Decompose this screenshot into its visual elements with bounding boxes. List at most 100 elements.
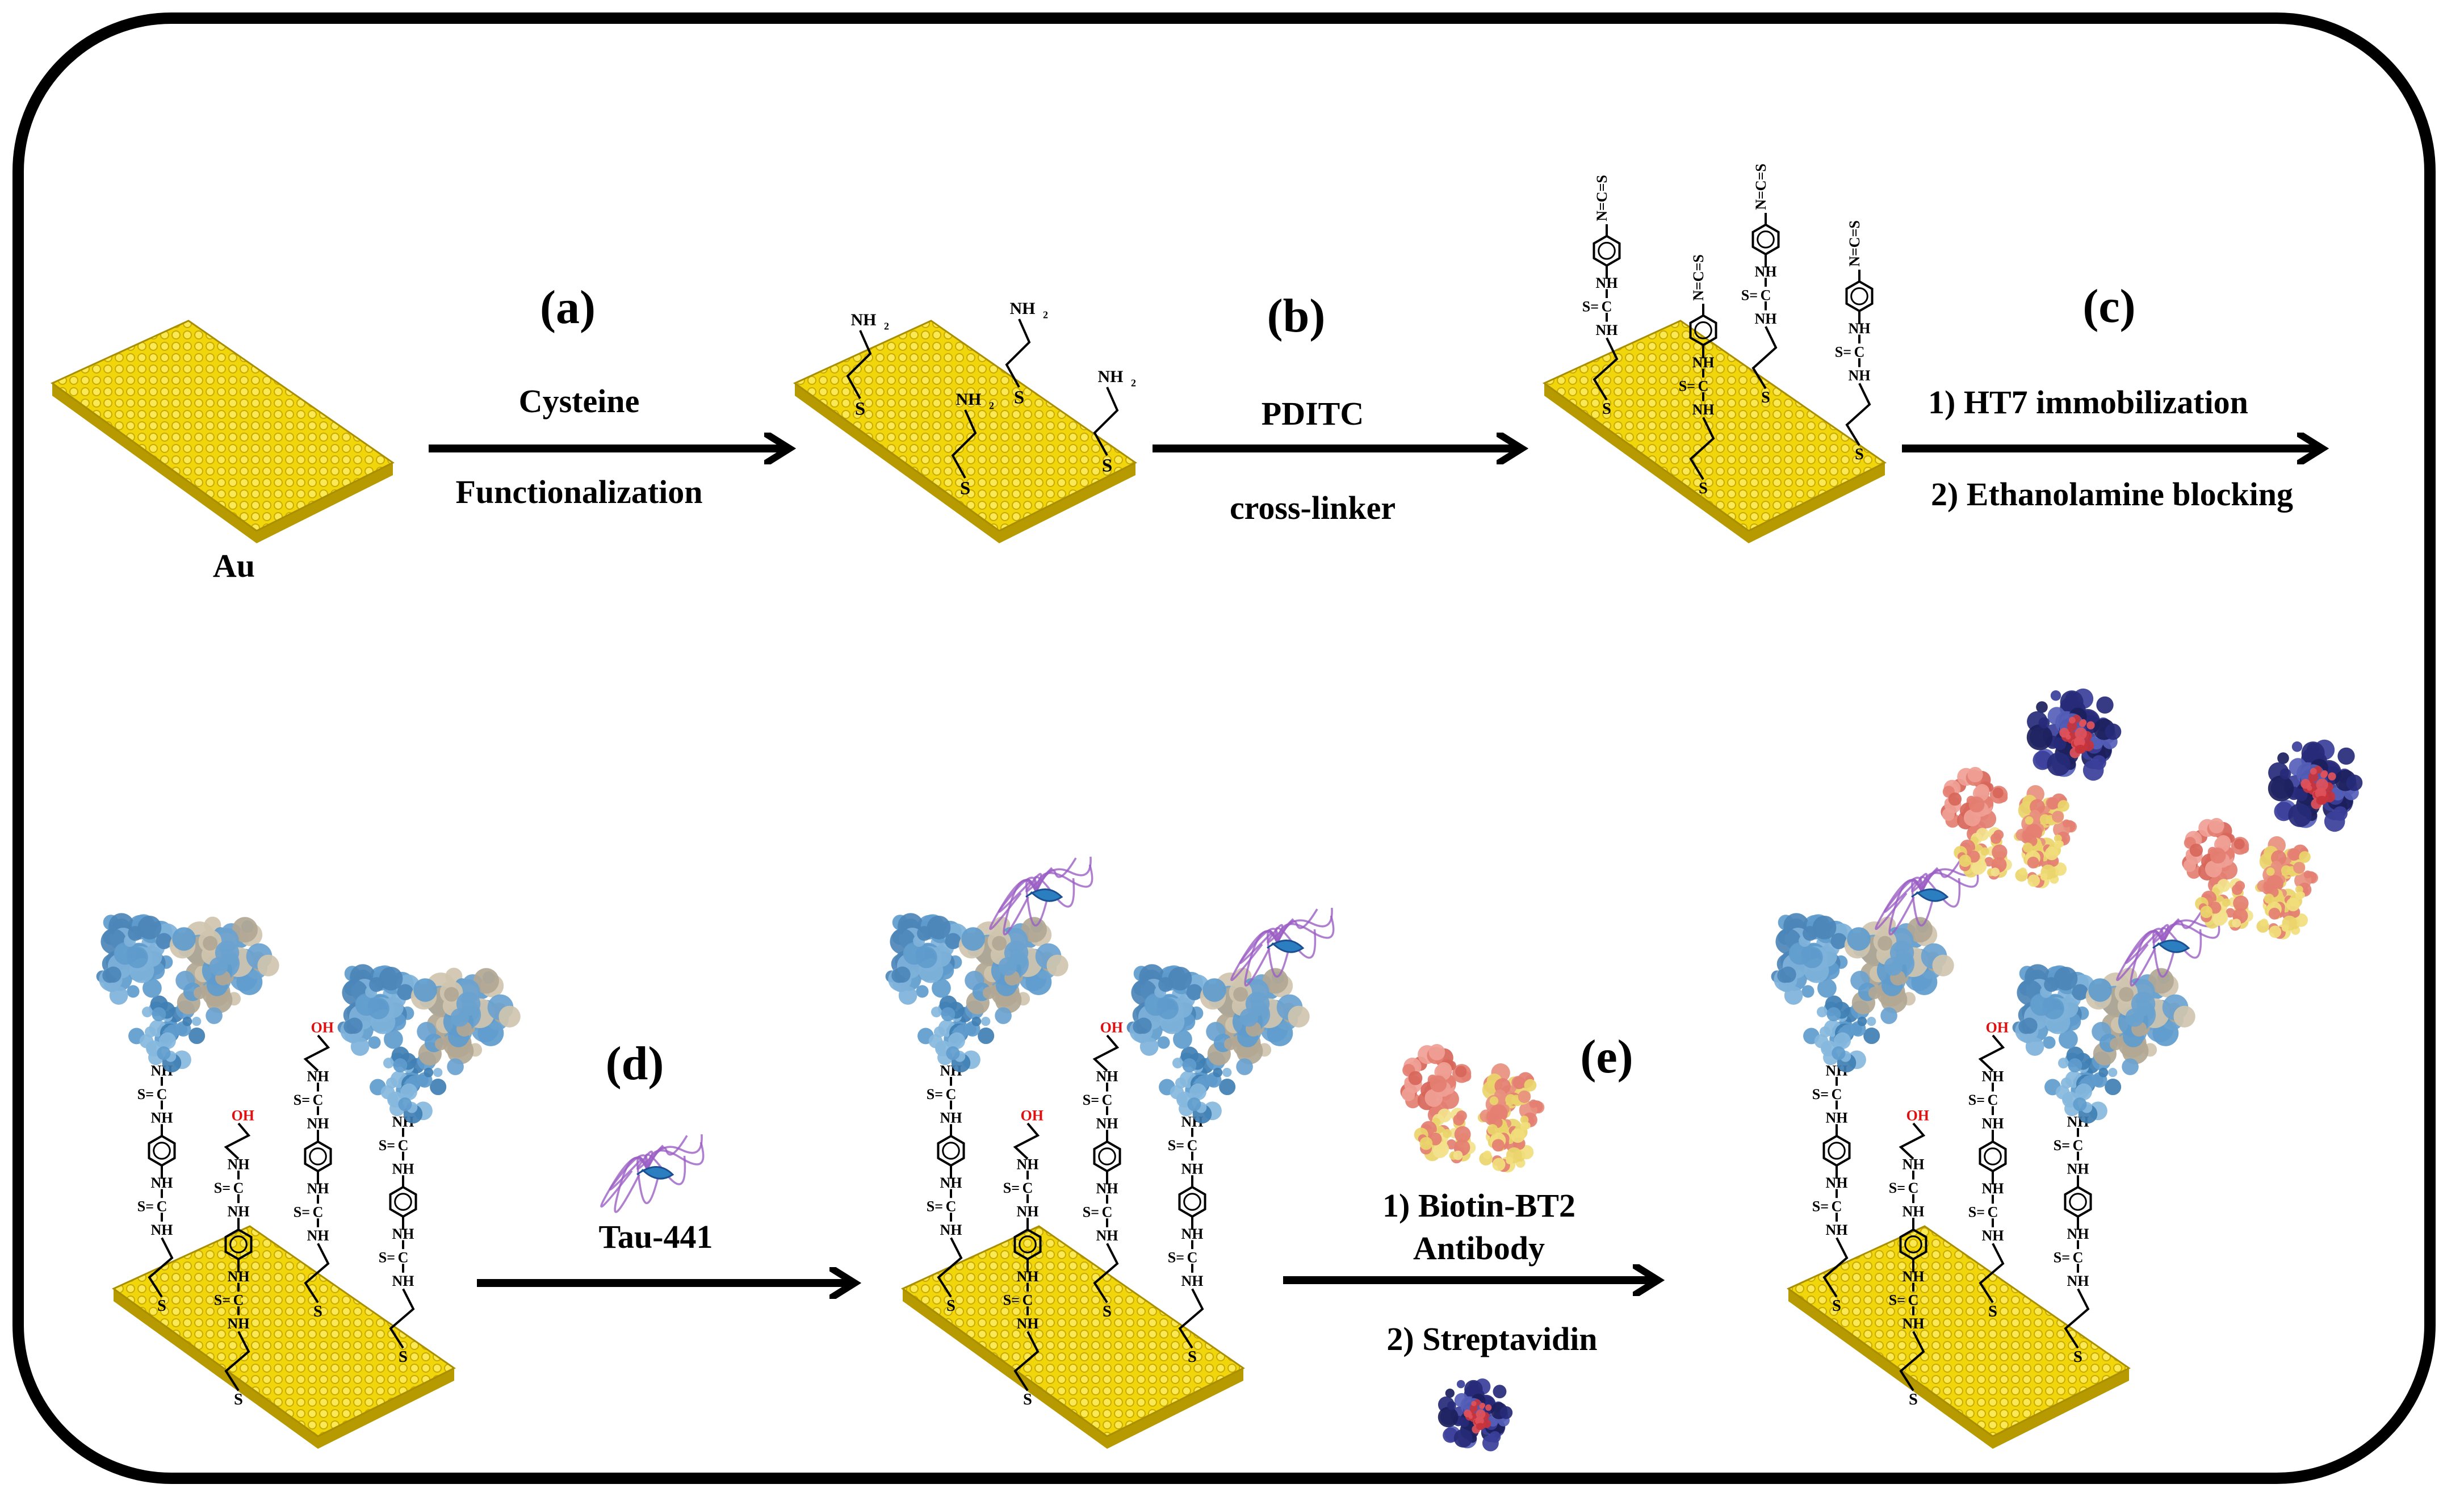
protein-bead (1471, 1401, 1477, 1407)
protein-bead (981, 1016, 991, 1026)
protein-bead (1419, 1137, 1433, 1150)
protein-bead (398, 1097, 412, 1112)
protein-bead (2055, 1085, 2070, 1100)
protein-bead (2065, 691, 2079, 705)
protein-bead (1780, 966, 1796, 983)
protein-bead (2294, 913, 2308, 927)
protein-bead (1493, 1385, 1507, 1399)
amine-subscript: 2 (1131, 378, 1136, 389)
nh-label: NH (1017, 1156, 1039, 1172)
carbon-label: C (313, 1204, 324, 1221)
aromatic-circle (1984, 1147, 2002, 1165)
protein-bead (1157, 1036, 1170, 1049)
protein-bead (961, 927, 985, 951)
protein-bead (1187, 1097, 1201, 1112)
protein-bead (2057, 1058, 2069, 1068)
nh-label: NH (1181, 1273, 1204, 1289)
nh-label: NH (1096, 1068, 1118, 1084)
alkyl-chain (846, 330, 872, 399)
nh-label: NH (1982, 1227, 2004, 1244)
protein-bead (1812, 915, 1837, 940)
aromatic-circle (153, 1142, 171, 1160)
amine-label: NH (1098, 367, 1124, 386)
protein-bead (1816, 1007, 1828, 1017)
carbon-label: C (233, 1292, 244, 1309)
protein-bead (2295, 789, 2308, 802)
protein-bead (2268, 775, 2294, 802)
streptavidin-icon (1438, 1378, 1513, 1452)
nh-label: NH (392, 1273, 414, 1289)
aromatic-circle (1757, 230, 1775, 249)
antibody-fab-right (410, 967, 521, 1075)
protein-bead (1817, 978, 1837, 998)
hydroxyl-label: OH (232, 1108, 254, 1124)
protein-bead (1830, 933, 1847, 949)
protein-bead (346, 1017, 363, 1034)
protein-bead (2065, 734, 2071, 740)
carbon-label: C (1908, 1180, 1919, 1196)
arrow-a-label-top: Cysteine (518, 383, 640, 420)
tau-coil (646, 1142, 705, 1170)
streptavidin-core (2059, 715, 2095, 758)
gold-surface-icon (51, 320, 395, 532)
protein-bead (2269, 925, 2282, 938)
protein-bead (2073, 736, 2085, 748)
antibody-icon (1771, 913, 1954, 1073)
antibody-fc (370, 1046, 447, 1124)
protein-bead (1968, 796, 1985, 813)
reaction-arrows (429, 448, 2319, 1283)
biotin-antibody-icon (1400, 1044, 1545, 1173)
thione-label: S= (1083, 1092, 1099, 1108)
carbon-label: C (157, 1086, 167, 1102)
nh-label: NH (940, 1222, 962, 1238)
protein-bead (941, 1007, 956, 1021)
alkyl-chain (1093, 387, 1119, 456)
protein-bead (1868, 987, 1881, 999)
au-surface-panel-e (901, 1225, 1245, 1449)
protein-bead (1832, 1046, 1846, 1060)
biotin-antibody-icon (2182, 817, 2319, 940)
protein-bead (1889, 940, 1914, 965)
alkyl-chain (1689, 417, 1715, 480)
protein-bead (2025, 1037, 2044, 1056)
protein-bead (1476, 1423, 1483, 1430)
gold-surface-edge (114, 1289, 454, 1449)
protein-bead (1046, 954, 1068, 976)
antibody-fab-right (2085, 967, 2195, 1075)
thione-label: S= (1812, 1198, 1829, 1215)
alkyl-chain (303, 1034, 330, 1072)
protein-bead (898, 986, 917, 1005)
protein-bead (2346, 774, 2363, 791)
aromatic-circle (1183, 1193, 1201, 1211)
protein-bead (1801, 985, 1815, 998)
tau-protein-icon (989, 857, 1093, 936)
thione-label: S= (1968, 1204, 1985, 1221)
tau-helix (1025, 888, 1063, 902)
alkyl-chain (224, 1122, 251, 1160)
protein-bead (1219, 1078, 1236, 1096)
protein-bead (1878, 936, 1893, 951)
antibody-icon (96, 913, 279, 1073)
aromatic-circle (394, 1193, 412, 1211)
thione-label: S= (1835, 343, 1851, 360)
protein-bead (1004, 940, 1029, 965)
alkyl-chain (148, 1237, 174, 1298)
protein-bead (2293, 862, 2306, 874)
gold-surface-icon (112, 1225, 456, 1437)
protein-bead (1156, 997, 1179, 1020)
alkyl-chain (1899, 1122, 1926, 1160)
protein-bead (2038, 717, 2050, 729)
arrow-c-label-bottom: 2) Ethanolamine blocking (1930, 476, 2294, 513)
step-label-e: (e) (1580, 1030, 1633, 1083)
biomolecules (96, 688, 2363, 1452)
protein-bead (456, 991, 481, 1016)
rounded-frame (12, 12, 2436, 1484)
protein-bead (188, 1027, 206, 1045)
thione-label: S= (294, 1204, 310, 1221)
sulfur-label: S (1188, 1348, 1197, 1366)
